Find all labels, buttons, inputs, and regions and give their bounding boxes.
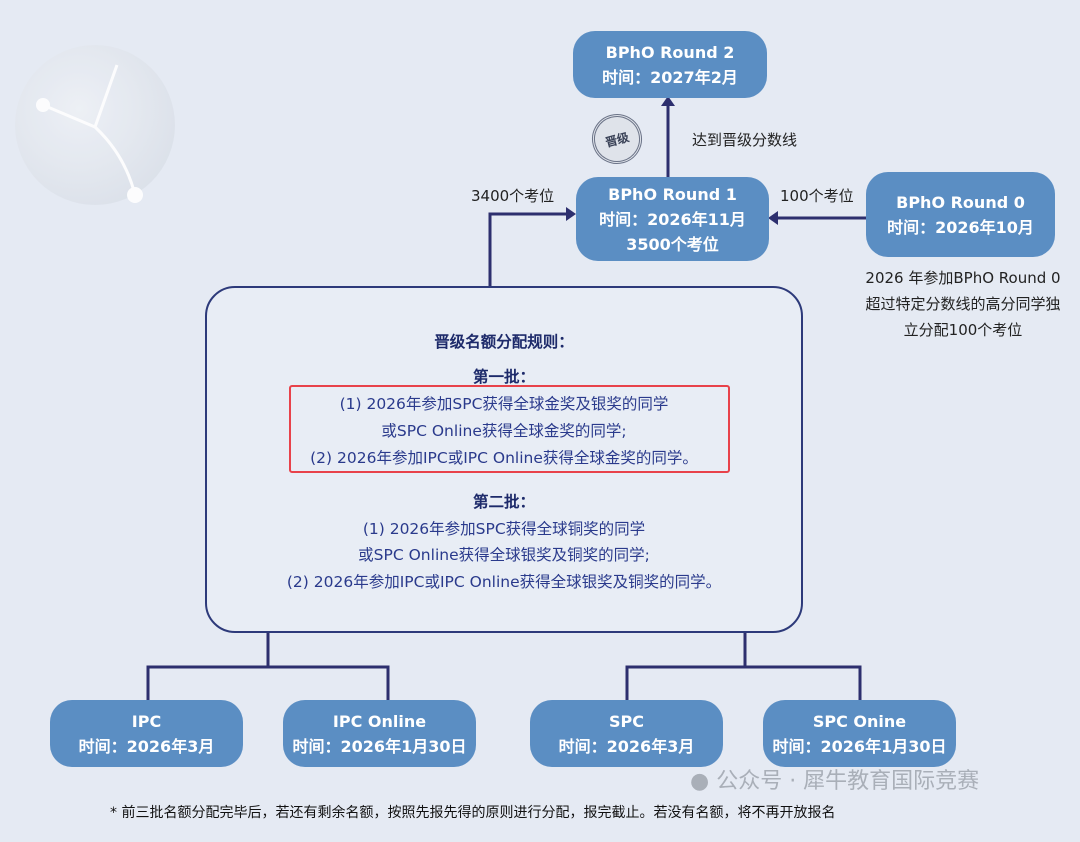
node-seats: 3500个考位 (626, 234, 719, 254)
batch2-line: 或SPC Online获得全球银奖及铜奖的同学; (358, 546, 650, 564)
allocation-rules-box: 晋级名额分配规则： 第一批： (1) 2026年参加SPC获得全球金奖及银奖的同… (205, 286, 803, 633)
watermark: ● 公众号 · 犀牛教育国际竞赛 (690, 769, 979, 795)
node-bpho-round-0: BPhO Round 0 时间：2026年10月 (866, 172, 1055, 257)
batch1-line: (2) 2026年参加IPC或IPC Online获得全球金奖的同学。 (310, 449, 698, 467)
note-line: 超过特定分数线的高分同学独 (865, 295, 1061, 313)
node-time: 时间：2026年3月 (78, 736, 215, 756)
decorative-globe (15, 45, 175, 205)
batch1-line: 或SPC Online获得全球金奖的同学; (381, 422, 627, 440)
node-title: BPhO Round 1 (608, 184, 737, 204)
advance-label: 达到晋级分数线 (692, 131, 798, 149)
round0-note: 2026 年参加BPhO Round 0 超过特定分数线的高分同学独 立分配10… (848, 265, 1078, 343)
batch2-line: (2) 2026年参加IPC或IPC Online获得全球银奖及铜奖的同学。 (286, 573, 722, 591)
seats-100-label: 100个考位 (780, 187, 854, 205)
node-spc-online: SPC Onine 时间：2026年1月30日 (763, 700, 956, 767)
footnote: * 前三批名额分配完毕后，若还有剩余名额，按照先报先得的原则进行分配，报完截止。… (110, 805, 836, 821)
node-title: SPC (609, 711, 644, 731)
node-ipc: IPC 时间：2026年3月 (50, 700, 243, 767)
note-line: 立分配100个考位 (903, 321, 1023, 339)
batch1-line: (1) 2026年参加SPC获得全球金奖及银奖的同学 (339, 395, 669, 413)
node-title: IPC Online (332, 711, 427, 731)
node-time: 时间：2026年10月 (887, 217, 1034, 237)
rules-title: 晋级名额分配规则： (434, 333, 574, 351)
node-time: 时间：2026年1月30日 (772, 736, 947, 756)
node-title: BPhO Round 0 (896, 192, 1025, 212)
node-time: 时间：2026年3月 (558, 736, 695, 756)
node-spc: SPC 时间：2026年3月 (530, 700, 723, 767)
node-bpho-round-1: BPhO Round 1 时间：2026年11月 3500个考位 (576, 177, 769, 261)
note-line: 2026 年参加BPhO Round 0 (865, 269, 1061, 287)
node-time: 时间：2026年1月30日 (292, 736, 467, 756)
node-title: IPC (131, 711, 162, 731)
wechat-icon: ● (690, 769, 710, 794)
node-time: 时间：2026年11月 (599, 209, 746, 229)
decorative-lines-icon (36, 64, 143, 203)
highlight-box (289, 385, 730, 473)
batch1-title: 第一批： (472, 368, 535, 386)
node-title: BPhO Round 2 (605, 42, 735, 62)
batch2-line: (1) 2026年参加SPC获得全球铜奖的同学 (362, 520, 646, 538)
node-ipc-online: IPC Online 时间：2026年1月30日 (283, 700, 476, 767)
batch2-title: 第二批： (472, 493, 535, 511)
stamp-text: 晋级 (603, 129, 631, 150)
node-time: 时间：2027年2月 (602, 67, 738, 87)
node-bpho-round-2: BPhO Round 2 时间：2027年2月 (573, 31, 767, 98)
seats-3400-label: 3400个考位 (471, 187, 555, 205)
watermark-text: 公众号 · 犀牛教育国际竞赛 (716, 769, 980, 794)
node-title: SPC Onine (812, 711, 907, 731)
